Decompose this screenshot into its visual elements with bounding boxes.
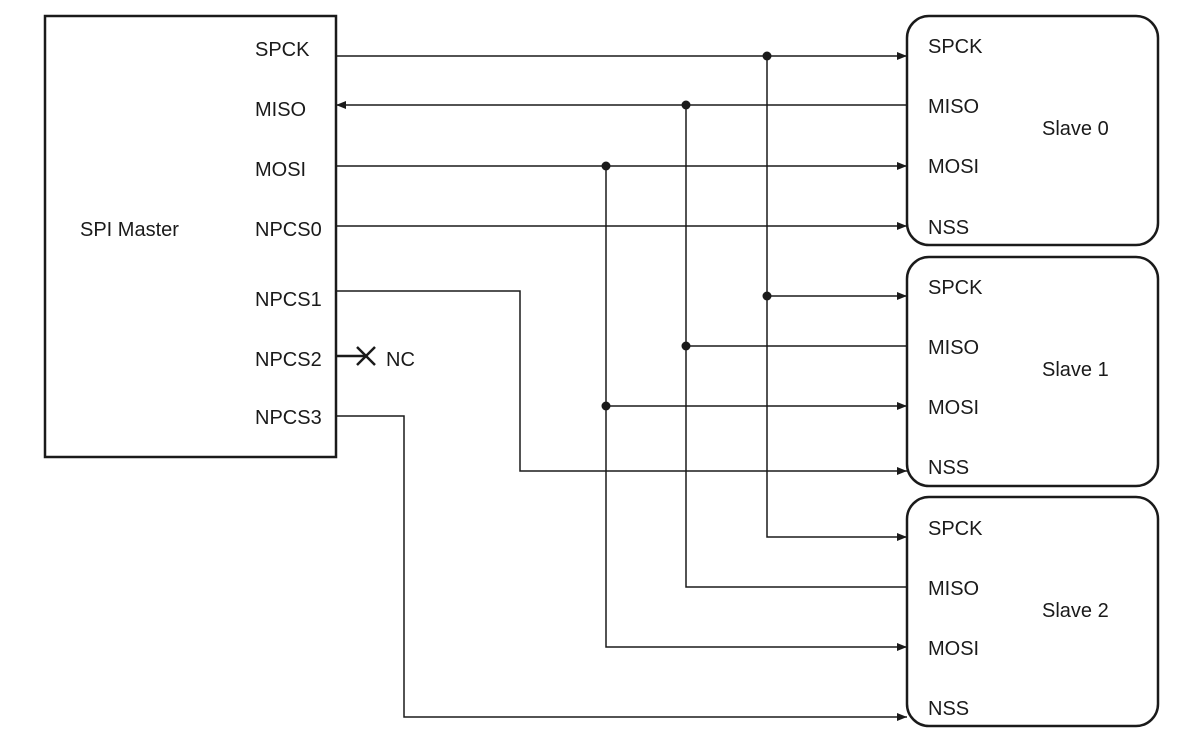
slave-2-pin-spck: SPCK [928, 518, 983, 540]
spi-master-block: SPI Master SPCK MISO MOSI NPCS0 NPCS1 NP… [43, 14, 338, 459]
miso-bus [336, 100, 907, 588]
miso-junction-dot [681, 341, 691, 351]
spi-master-title: SPI Master [80, 219, 179, 241]
wire-mosi-to-slave-2 [605, 166, 907, 651]
master-pin-npcs1: NPCS1 [255, 289, 322, 311]
slave-1-pin-nss: NSS [928, 457, 969, 479]
slave-1-title: Slave 1 [1042, 359, 1109, 381]
mosi-junction-dot [601, 161, 611, 171]
slave-0-block: SPCK MISO MOSI NSS Slave 0 [905, 14, 1160, 247]
nc-label: NC [386, 349, 415, 371]
spck-junction-dot [762, 291, 772, 301]
slave-1-pin-miso: MISO [928, 337, 979, 359]
slave-2-box [905, 495, 1160, 728]
slave-2-title: Slave 2 [1042, 600, 1109, 622]
wire-spck-to-slave-2 [766, 56, 907, 541]
slave-2-block: SPCK MISO MOSI NSS Slave 2 [905, 495, 1160, 728]
wire-miso-from-slave-2 [685, 105, 907, 588]
npcs2-not-connected: NC [336, 346, 415, 371]
slave-1-pin-mosi: MOSI [928, 397, 979, 419]
miso-junction-dot [681, 100, 691, 110]
master-pin-spck: SPCK [255, 39, 310, 61]
slave-1-pin-spck: SPCK [928, 277, 983, 299]
master-pin-mosi: MOSI [255, 159, 306, 181]
slave-0-pin-spck: SPCK [928, 36, 983, 58]
slave-2-pin-mosi: MOSI [928, 638, 979, 660]
slave-0-pin-miso: MISO [928, 96, 979, 118]
slave-1-box [905, 255, 1160, 488]
wire-npcs3-to-slave-2-nss [336, 415, 907, 721]
master-pin-npcs2: NPCS2 [255, 349, 322, 371]
chip-select-lines [336, 222, 907, 721]
mosi-junction-dot [601, 401, 611, 411]
slave-2-pin-nss: NSS [928, 698, 969, 720]
slave-0-pin-mosi: MOSI [928, 156, 979, 178]
master-pin-npcs3: NPCS3 [255, 407, 322, 429]
wire-npcs1-to-slave-1-nss [336, 290, 907, 475]
spi-master-box [43, 14, 338, 459]
slave-0-box [905, 14, 1160, 247]
spck-junction-dot [762, 51, 772, 61]
master-pin-npcs0: NPCS0 [255, 219, 322, 241]
slave-2-pin-miso: MISO [928, 578, 979, 600]
master-pin-miso: MISO [255, 99, 306, 121]
slave-0-title: Slave 0 [1042, 118, 1109, 140]
spck-bus [336, 51, 907, 541]
slave-1-block: SPCK MISO MOSI NSS Slave 1 [905, 255, 1160, 488]
mosi-bus [336, 161, 907, 651]
slave-0-pin-nss: NSS [928, 217, 969, 239]
nc-cross-icon [356, 346, 376, 366]
